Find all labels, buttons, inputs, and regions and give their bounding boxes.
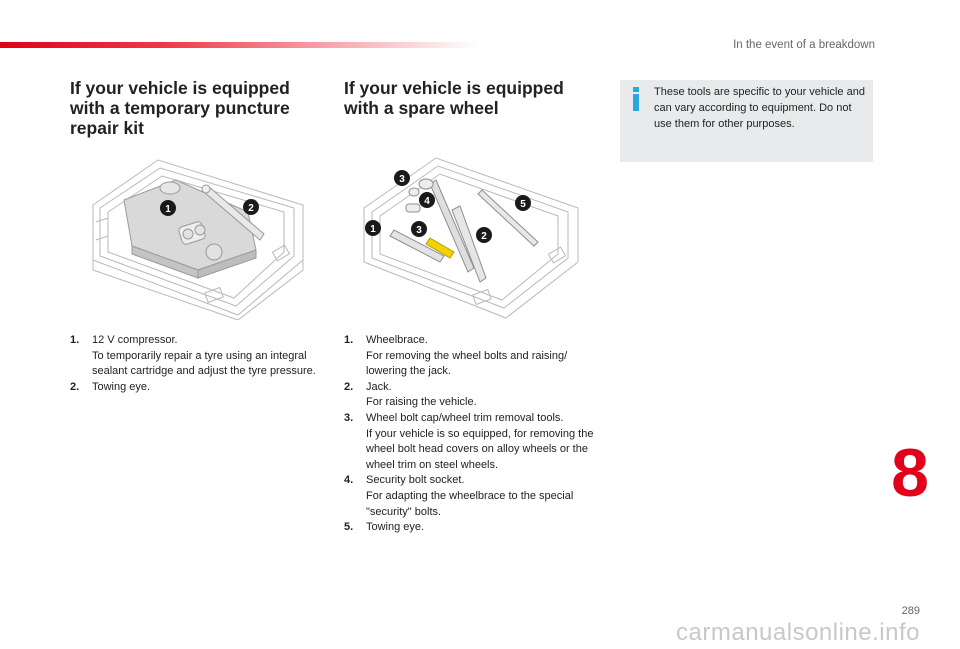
callout-1: 1 — [370, 224, 376, 235]
item-title: Towing eye. — [366, 521, 425, 534]
item-description: If your vehicle is so equipped, for remo… — [366, 427, 594, 471]
info-text: These tools are specific to your vehicle… — [654, 86, 865, 130]
page-number: 289 — [901, 605, 920, 617]
watermark: carmanualsonline.info — [676, 619, 920, 646]
item-title: Security bolt socket. — [366, 474, 465, 487]
item-title: 12 V compressor. — [92, 334, 178, 346]
item-description: For raising the vehicle. — [366, 396, 477, 409]
item-number: 3. — [344, 411, 354, 424]
item-number: 1. — [70, 334, 80, 346]
item-number: 1. — [344, 334, 354, 346]
callout-4: 4 — [424, 196, 430, 207]
list-item: 2. Jack. For raising the vehicle. — [344, 380, 600, 411]
callout-3-top: 3 — [399, 174, 405, 185]
callout-1: 1 — [165, 204, 171, 215]
callout-markers: 3 4 5 1 3 2 — [365, 170, 531, 243]
list-item: 4. Security bolt socket. For adapting th… — [344, 473, 600, 520]
item-number: 4. — [344, 474, 354, 487]
trim-tool-highlight — [425, 237, 455, 259]
item-number: 2. — [344, 380, 354, 393]
callout-3: 3 — [416, 225, 422, 236]
list-item: 1. Wheelbrace. For removing the wheel bo… — [344, 333, 600, 380]
item-description: To temporarily repair a tyre using an in… — [92, 349, 316, 378]
item-title: Towing eye. — [92, 380, 151, 393]
list-item: 1. 12 V compressor. To temporarily repai… — [70, 333, 320, 380]
item-number: 5. — [344, 521, 354, 534]
heading-repair-kit: If your vehicle is equipped with a tempo… — [70, 78, 290, 138]
info-box: These tools are specific to your vehicle… — [620, 80, 873, 162]
item-description: For removing the wheel bolts and raising… — [366, 349, 568, 378]
item-description: For adapting the wheelbrace to the speci… — [366, 489, 574, 518]
info-icon — [632, 87, 640, 111]
list-item: 2. Towing eye. — [70, 380, 320, 396]
section-title: In the event of a breakdown — [733, 39, 875, 51]
spare-wheel-tools-list: 1. Wheelbrace. For removing the wheel bo… — [344, 333, 600, 536]
callout-2: 2 — [248, 203, 254, 214]
chapter-number: 8 — [891, 435, 929, 511]
item-title: Jack. — [366, 380, 392, 393]
callout-markers: 1 2 — [160, 199, 259, 216]
item-title: Wheel bolt cap/wheel trim removal tools. — [366, 411, 564, 424]
repair-kit-illustration: 1 2 — [92, 159, 304, 320]
callout-2: 2 — [481, 231, 487, 242]
header-accent-bar — [0, 42, 480, 48]
repair-kit-list: 1. 12 V compressor. To temporarily repai… — [70, 333, 320, 395]
list-item: 3. Wheel bolt cap/wheel trim removal too… — [344, 411, 600, 473]
spare-wheel-tools-illustration: 3 4 5 1 3 2 — [363, 157, 579, 319]
callout-5: 5 — [520, 199, 526, 210]
item-number: 2. — [70, 380, 80, 393]
item-title: Wheelbrace. — [366, 334, 428, 346]
heading-spare-wheel: If your vehicle is equipped with a spare… — [344, 78, 564, 118]
list-item: 5. Towing eye. — [344, 520, 600, 536]
